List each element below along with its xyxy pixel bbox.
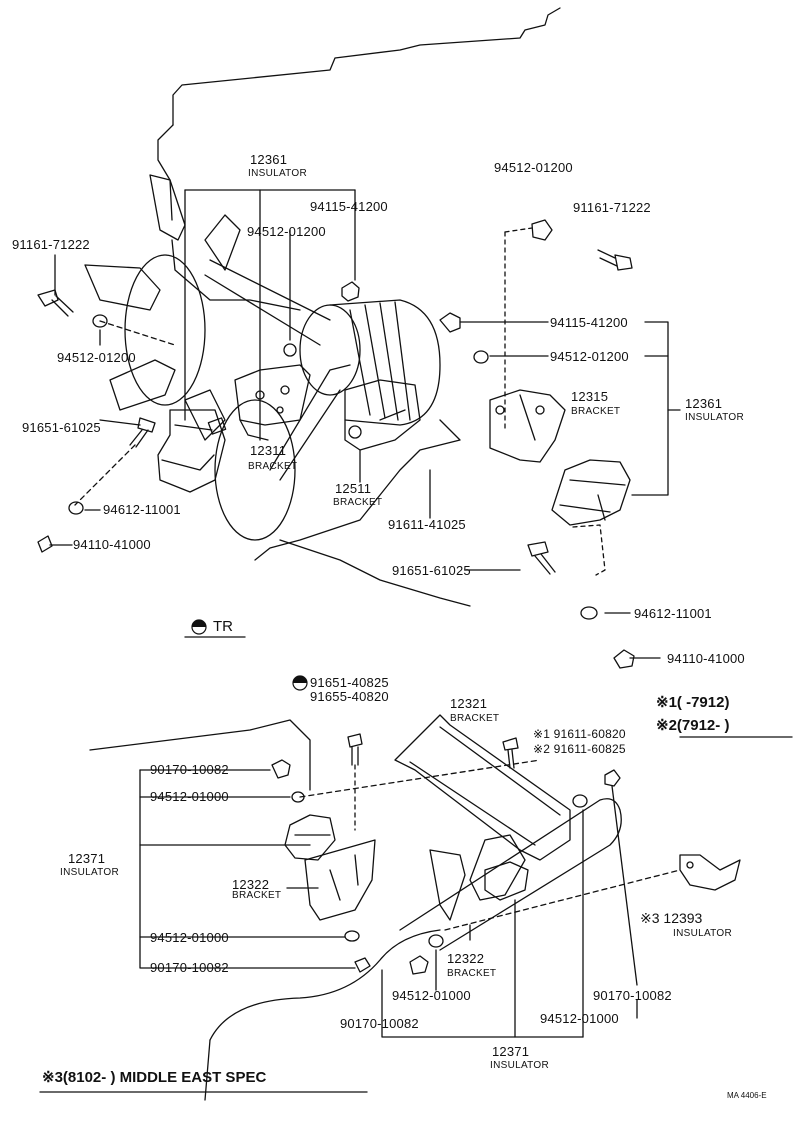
label-12361-right: 12361 (685, 396, 723, 411)
insulator-12371-right (484, 861, 529, 901)
label-94512-c: 94512-01000 (150, 930, 229, 945)
tr-icon-small (292, 675, 308, 691)
note-3: ※3(8102- ) MIDDLE EAST SPEC (42, 1069, 267, 1086)
label-94512-right: 94512-01200 (550, 349, 629, 364)
label-12311-name: BRACKET (248, 461, 298, 472)
insulator-right (551, 459, 631, 526)
tr-label: TR (213, 618, 233, 635)
label-12361-top: 12361 (250, 152, 288, 167)
note-1: ※1( -7912) (656, 694, 730, 711)
label-91611-608x5: ※2 91611-60825 (533, 742, 626, 756)
label-12393: ※3 12393 (640, 910, 703, 926)
label-12315-name: BRACKET (571, 406, 621, 417)
label-94512-e: 94512-01000 (392, 988, 471, 1003)
washer-left-1 (92, 314, 108, 328)
label-94512-b: 94512-01000 (150, 789, 229, 804)
label-94512-left: 94512-01200 (57, 350, 136, 365)
label-91161-left: 91161-71222 (12, 237, 90, 252)
label-94612-left: 94612-11001 (103, 502, 181, 517)
bolt-91651-right (527, 541, 556, 575)
label-12321: 12321 (450, 696, 488, 711)
bracket-12511 (344, 379, 421, 451)
label-12361-top-name: INSULATOR (248, 168, 308, 179)
bolt-91161-right (597, 249, 633, 271)
label-91651-right: 91651-61025 (392, 563, 471, 578)
label-94612-right: 94612-11001 (634, 606, 712, 621)
label-90170-d: 90170-10082 (150, 960, 229, 975)
label-12371-bottom: 12371 (492, 1044, 530, 1059)
label-90170-a: 90170-10082 (150, 762, 229, 777)
label-12322-left: 12322 (232, 877, 270, 892)
label-94110-left: 94110-41000 (73, 537, 151, 552)
bracket-12322-right (429, 834, 526, 921)
fan (84, 174, 296, 541)
label-90170-f: 90170-10082 (593, 988, 672, 1003)
label-90170-g: 90170-10082 (340, 1016, 419, 1031)
label-94512-top-mid: 94512-01200 (247, 224, 326, 239)
label-91651-left: 91651-61025 (22, 420, 101, 435)
ref-code: MA 4406-E (727, 1091, 767, 1100)
label-12311: 12311 (250, 443, 287, 458)
note-2: ※2(7912- ) (656, 717, 730, 734)
label-91611-608x0: ※1 91611-60820 (533, 727, 626, 741)
label-12315: 12315 (571, 389, 609, 404)
label-94512-top-right: 94512-01200 (494, 160, 573, 175)
label-91651-40825: 91651-40825 (310, 675, 389, 690)
label-12371-left-name: INSULATOR (60, 867, 120, 878)
label-12371-bottom-name: INSULATOR (490, 1060, 550, 1071)
engine-outline (172, 7, 561, 126)
label-12371-left: 12371 (68, 851, 106, 866)
label-91655-40820: 91655-40820 (310, 689, 389, 704)
label-94115-right: 94115-41200 (550, 315, 628, 330)
bolt-91161-left (37, 289, 74, 317)
label-12322-left-name: BRACKET (232, 890, 282, 901)
alternator (299, 299, 441, 426)
label-91161-right: 91161-71222 (573, 200, 651, 215)
crossmember-12321 (394, 714, 571, 861)
label-12322-right-name: BRACKET (447, 968, 497, 979)
label-12511: 12511 (335, 481, 372, 496)
insulator-12371-left (284, 814, 336, 861)
label-12511-name: BRACKET (333, 497, 383, 508)
bolt-91651-left (129, 417, 156, 448)
label-12393-name: INSULATOR (673, 928, 733, 939)
label-12361-right-name: INSULATOR (685, 412, 745, 423)
label-94110-right: 94110-41000 (667, 651, 745, 666)
tr-icon (191, 619, 207, 635)
insulator-left (157, 409, 227, 493)
bracket-12311 (234, 364, 311, 441)
label-12321-name: BRACKET (450, 713, 500, 724)
bracket-12315 (489, 389, 566, 463)
label-94115-top: 94115-41200 (310, 199, 388, 214)
label-12322-right: 12322 (447, 951, 485, 966)
label-94512-h: 94512-01000 (540, 1011, 619, 1026)
label-91611: 91611-41025 (388, 517, 466, 532)
bolt-91651-40825 (347, 733, 363, 766)
insulator-12393 (679, 854, 741, 891)
bracket-12322-left (304, 839, 376, 921)
